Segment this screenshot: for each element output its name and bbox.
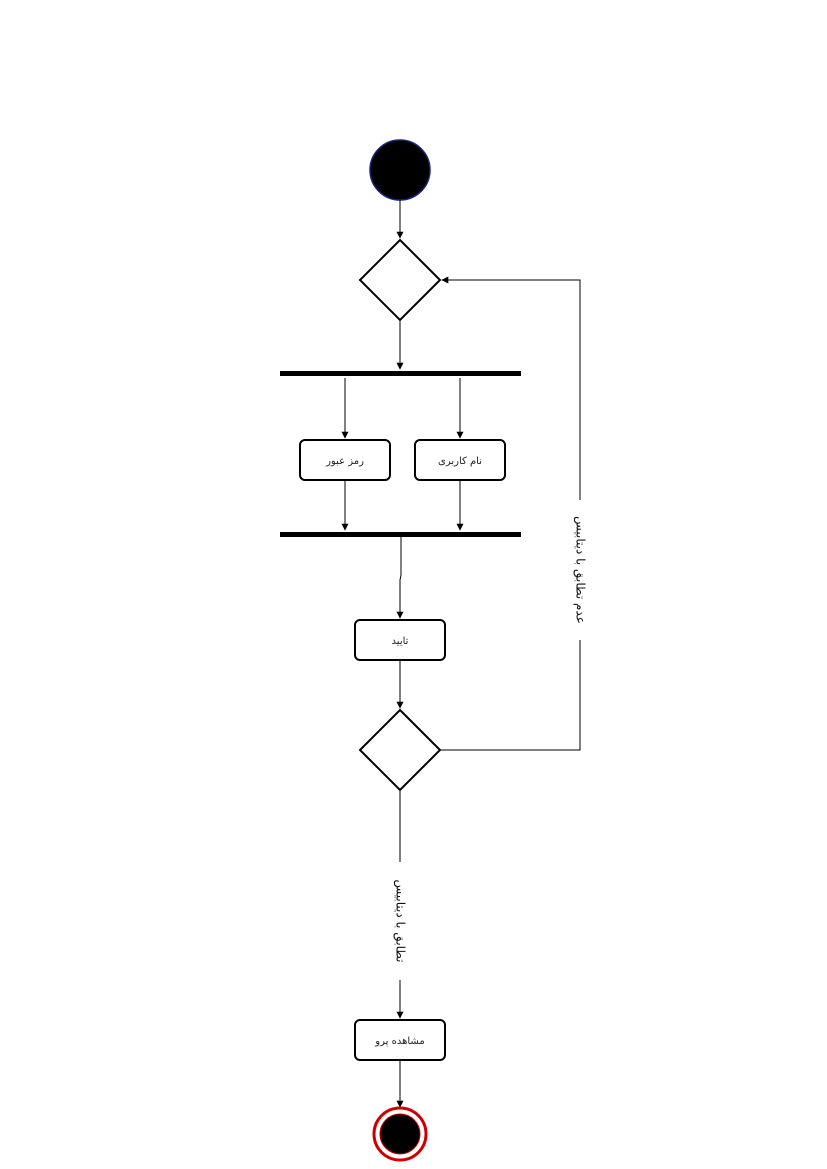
action-view-profile: مشاهده پرو (354, 1019, 446, 1061)
action-username: نام کاربری (414, 439, 506, 481)
edge-label-mismatch: عدم تطابق با دیتابیس (573, 516, 588, 624)
action-confirm: تایید (354, 619, 446, 661)
decision-node-merge (358, 238, 442, 322)
join-bar (280, 532, 521, 537)
action-username-label: نام کاربری (438, 456, 482, 467)
start-node (369, 139, 431, 201)
edge-label-bg-match (390, 862, 410, 980)
edge-join-to-confirm (396, 537, 404, 619)
action-confirm-label: تایید (392, 636, 409, 647)
action-view-profile-label: مشاهده پرو (374, 1036, 424, 1047)
fork-bar (280, 371, 521, 376)
edge-label-bg-mismatch (570, 500, 590, 640)
edge-label-match: تطابق با دیتابیس (393, 879, 408, 962)
decision-node-check (358, 708, 442, 792)
end-node (372, 1106, 428, 1162)
action-password-label: رمز عبور (325, 456, 364, 467)
action-password: رمز عبور (299, 439, 391, 481)
edge-mismatch-loop (440, 276, 581, 751)
